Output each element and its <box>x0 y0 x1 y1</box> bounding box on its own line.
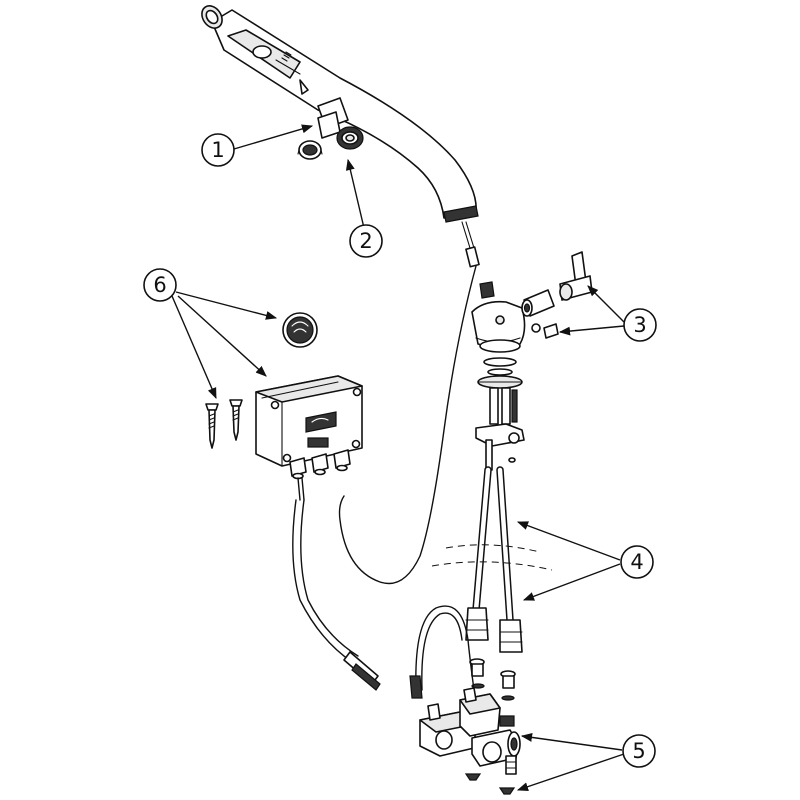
sensor-cable <box>338 265 477 585</box>
spout-connector <box>479 281 495 299</box>
callout-3: 3 <box>623 308 657 342</box>
part-6-sensor-cover <box>282 312 318 348</box>
part-3-mounting-assembly <box>471 251 593 353</box>
leader-lines <box>171 124 625 792</box>
callout-5-label: 5 <box>632 739 645 763</box>
callout-5: 5 <box>622 734 656 768</box>
callout-4: 4 <box>620 545 654 579</box>
part-2-aerator <box>336 126 364 150</box>
faucet-spout <box>201 5 480 268</box>
mounting-shank <box>475 357 525 471</box>
part-6-wall-screws <box>205 399 243 449</box>
power-cable <box>292 499 381 691</box>
part-1-fitting <box>297 111 341 160</box>
part-5-solenoid-valves <box>419 687 521 795</box>
part-4-hoses <box>431 466 553 701</box>
callout-4-label: 4 <box>630 550 643 574</box>
callout-6-label: 6 <box>153 273 166 297</box>
callout-3-label: 3 <box>633 313 646 337</box>
callout-2: 2 <box>349 224 383 258</box>
valve-cable <box>409 605 475 699</box>
callout-1-label: 1 <box>211 138 224 162</box>
callout-1: 1 <box>201 133 235 167</box>
callout-6: 6 <box>143 268 177 302</box>
callout-2-label: 2 <box>359 229 372 253</box>
part-6-control-box <box>255 375 363 501</box>
